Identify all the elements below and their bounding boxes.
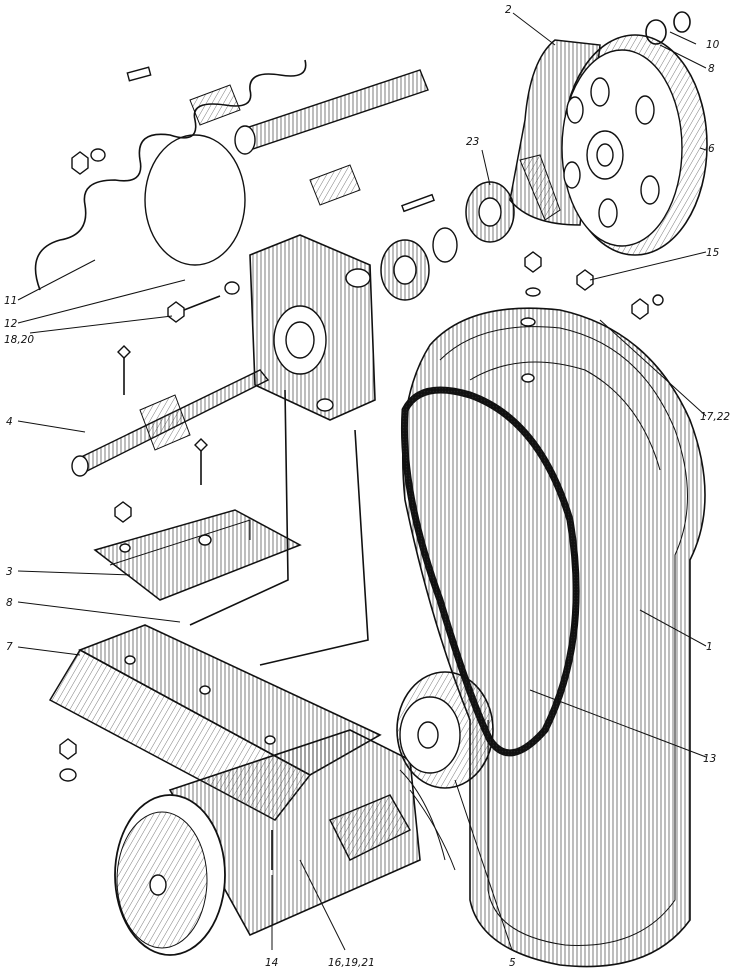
label-18-20: 18,20 [4, 334, 34, 346]
retaining-rings [645, 11, 691, 45]
label-4: 4 [6, 416, 13, 428]
label-8-top: 8 [708, 63, 715, 75]
rods [189, 389, 369, 666]
label-17-22: 17,22 [700, 411, 730, 423]
spring-assembly [34, 59, 429, 291]
label-7: 7 [6, 641, 13, 653]
label-1: 1 [706, 641, 713, 653]
label-5: 5 [509, 957, 516, 969]
shaft [71, 369, 270, 477]
small-pulley [396, 671, 494, 789]
belt-guard [401, 307, 706, 968]
mounting-plate [93, 509, 302, 601]
bearings [380, 181, 515, 301]
bracket-housing [249, 234, 376, 421]
label-2: 2 [505, 4, 512, 16]
label-14: 14 [265, 957, 278, 969]
label-3: 3 [6, 566, 13, 578]
label-15: 15 [706, 247, 720, 259]
large-pulley-assembly [509, 34, 708, 256]
label-6: 6 [708, 143, 715, 155]
label-8-left: 8 [6, 597, 13, 609]
v-belt [400, 386, 580, 757]
label-11: 11 [4, 295, 17, 307]
label-10: 10 [706, 39, 720, 51]
motor [114, 729, 456, 956]
label-16-19-21: 16,19,21 [328, 957, 375, 969]
leader-lines [17, 12, 707, 951]
label-23: 23 [466, 136, 479, 148]
label-13: 13 [703, 753, 716, 765]
fasteners [59, 251, 664, 870]
label-12: 12 [4, 318, 18, 330]
